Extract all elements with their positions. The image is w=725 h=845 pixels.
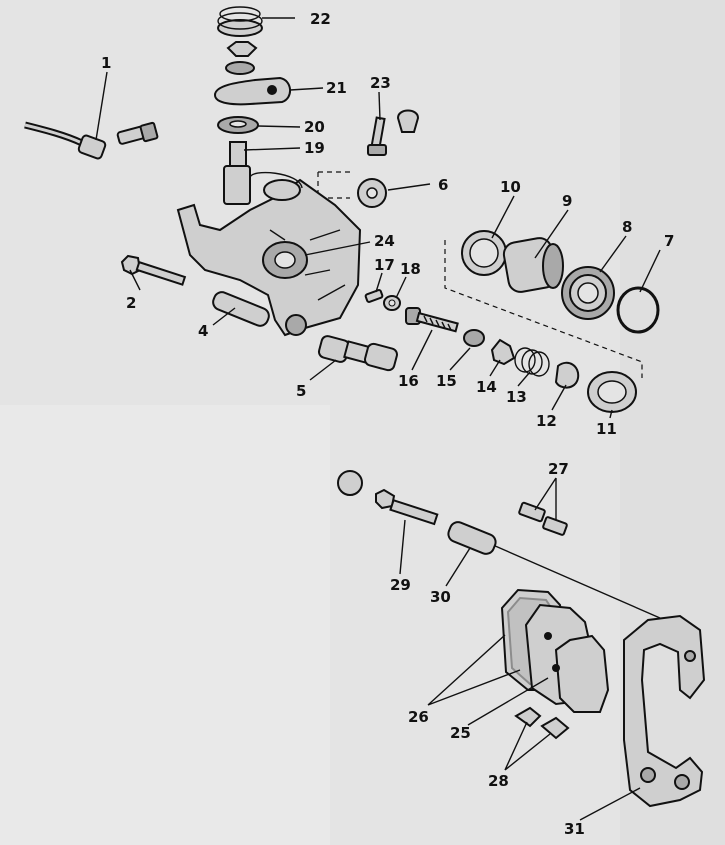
part-washer <box>225 61 255 75</box>
label-25: 25 <box>450 724 471 742</box>
part-5-piston-rod <box>317 335 398 372</box>
label-10: 10 <box>500 178 521 196</box>
assembly-lines <box>317 171 661 619</box>
label-17: 17 <box>374 256 395 274</box>
part-27-pad-clips <box>518 501 568 536</box>
label-21: 21 <box>326 79 347 97</box>
part-11-seal <box>587 371 637 413</box>
label-6: 6 <box>438 176 448 194</box>
label-16: 16 <box>398 372 419 390</box>
label-4: 4 <box>198 322 208 340</box>
label-31: 31 <box>564 820 585 838</box>
part-13-spring <box>514 347 550 377</box>
label-18: 18 <box>400 260 421 278</box>
part-cap <box>337 470 363 496</box>
label-22: 22 <box>310 10 331 28</box>
part-24-caliper-body <box>176 171 362 337</box>
part-10-seal-ring <box>461 230 507 276</box>
part-8-dust-boot <box>561 266 615 320</box>
label-30: 30 <box>430 588 451 606</box>
part-21-lever <box>213 76 291 106</box>
label-12: 12 <box>536 412 557 430</box>
part-26-brake-pads <box>500 588 610 713</box>
part-19-shaft <box>223 141 251 205</box>
label-19: 19 <box>304 139 325 157</box>
label-24: 24 <box>374 232 395 250</box>
part-12-circlip <box>554 361 580 389</box>
part-1-handbrake-cable <box>24 121 159 160</box>
part-14-spring-washer <box>490 338 516 366</box>
part-nut <box>226 41 258 57</box>
part-23-bleeder-screw <box>367 109 420 156</box>
label-29: 29 <box>390 576 411 594</box>
part-28-clips <box>514 706 570 740</box>
part-4-guide-sleeve <box>212 291 270 327</box>
part-labels: 1 2 4 5 6 7 8 9 10 11 12 13 14 15 16 17 … <box>101 10 674 838</box>
label-7: 7 <box>664 232 674 250</box>
part-15-washer <box>463 329 485 347</box>
part-30-sleeve <box>447 521 497 555</box>
part-16-adjusting-screw <box>405 307 459 333</box>
label-2: 2 <box>126 294 136 312</box>
part-29-bolt <box>375 488 439 526</box>
label-8: 8 <box>622 218 632 236</box>
label-1: 1 <box>101 54 111 72</box>
part-18-o-ring <box>383 295 401 311</box>
part-7-retaining-ring <box>616 286 660 334</box>
label-9: 9 <box>562 192 572 210</box>
label-5: 5 <box>296 382 306 400</box>
part-17-pin <box>364 289 384 303</box>
label-27: 27 <box>548 460 569 478</box>
leader-lines <box>95 71 661 821</box>
label-15: 15 <box>436 372 457 390</box>
label-26: 26 <box>408 708 429 726</box>
label-20: 20 <box>304 118 325 136</box>
part-9-piston <box>502 237 564 293</box>
label-14: 14 <box>476 378 497 396</box>
part-2-guide-bolt <box>120 254 187 286</box>
part-22-spring <box>217 6 295 37</box>
label-28: 28 <box>488 772 509 790</box>
part-6-boot <box>357 178 387 208</box>
label-23: 23 <box>370 74 391 92</box>
label-11: 11 <box>596 420 617 438</box>
part-31-carrier-bracket <box>623 614 706 808</box>
label-13: 13 <box>506 388 527 406</box>
part-20-seal <box>217 116 259 134</box>
